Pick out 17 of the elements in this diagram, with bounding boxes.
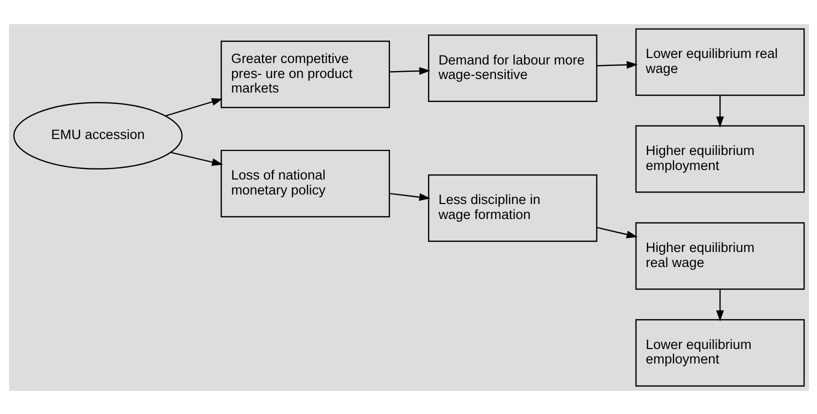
arrow: [716, 94, 724, 128]
arrow: [389, 192, 430, 200]
arrow: [165, 98, 222, 116]
node-box: Loss of national monetary policy: [220, 149, 390, 217]
arrow: [716, 288, 724, 321]
node-box: Demand for labour more wage-sensitive: [428, 34, 597, 102]
arrow: [170, 151, 223, 166]
arrow: [389, 66, 430, 74]
node-ellipse: EMU accession: [12, 101, 182, 169]
node-box: Higher equilibrium real wage: [634, 222, 804, 290]
arrow: [596, 226, 638, 238]
node-box: Higher equilibrium employment: [634, 124, 804, 192]
node-box: Lower equilibrium real wage: [634, 28, 804, 96]
node-box: Greater competitive pres- ure on product markets: [220, 40, 390, 108]
arrow: [596, 60, 638, 68]
node-box: Lower equilibrium employment: [634, 318, 804, 386]
node-box: Less discipline in wage formation: [428, 174, 597, 242]
